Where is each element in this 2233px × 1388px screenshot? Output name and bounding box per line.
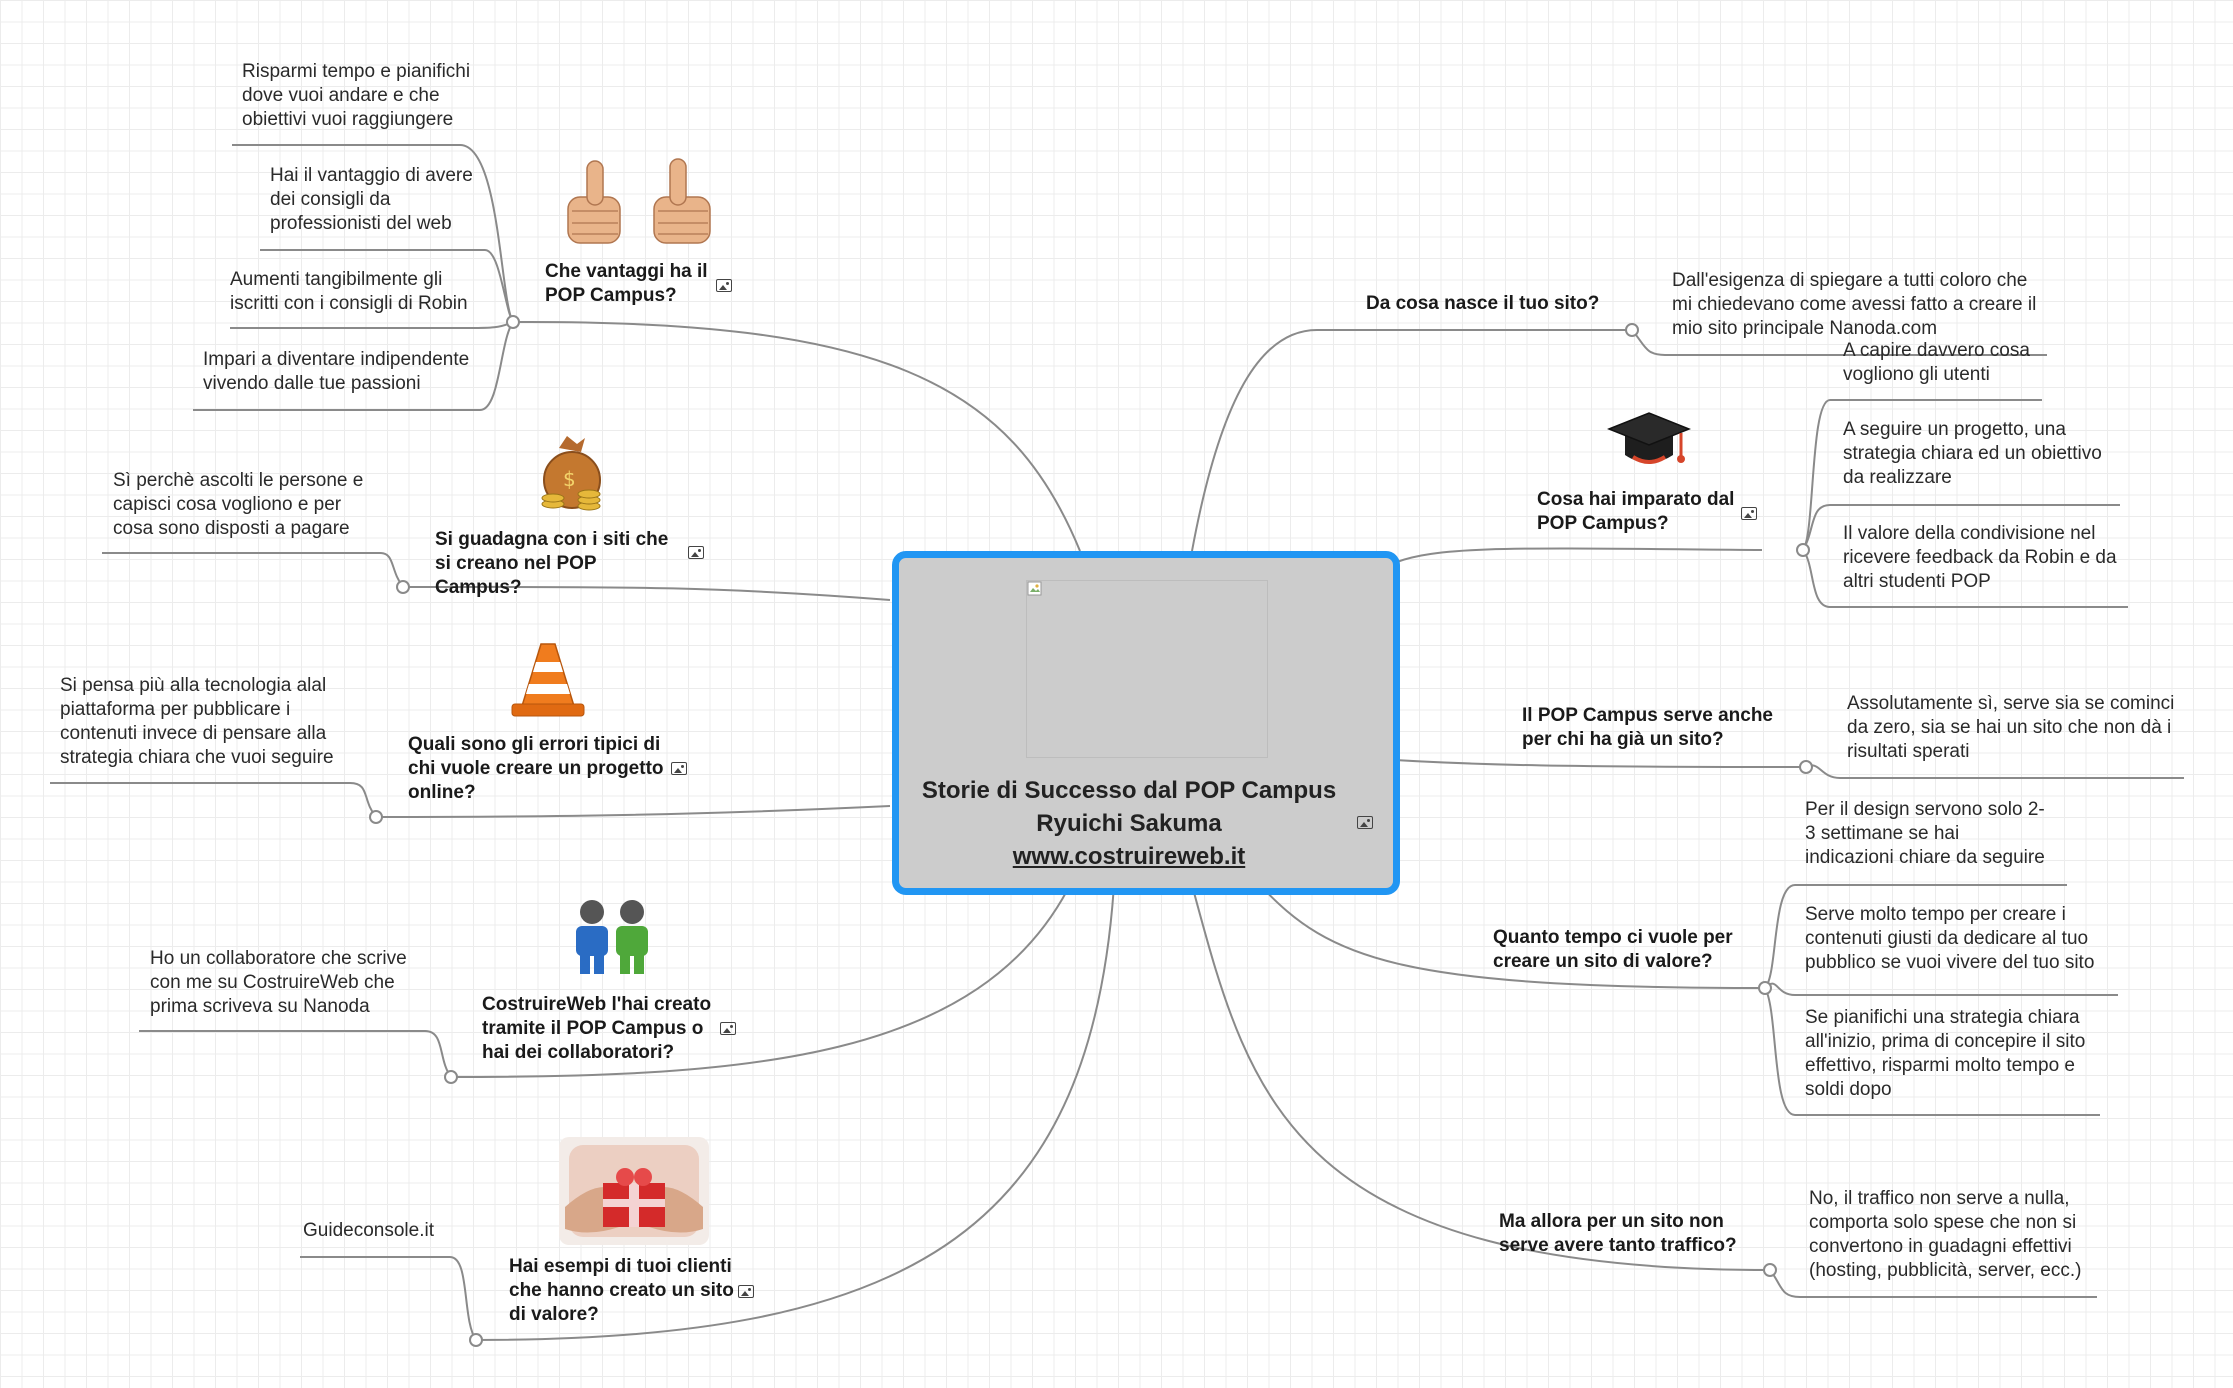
branch-esempi-clienti[interactable]: Hai esempi di tuoi clienti che hanno cre… bbox=[509, 1255, 739, 1327]
svg-text:$: $ bbox=[563, 467, 576, 491]
leaf-assolutamente[interactable]: Assolutamente sì, serve sia se cominci d… bbox=[1847, 693, 2175, 762]
image-attachment-icon[interactable] bbox=[716, 279, 732, 292]
central-topic[interactable]: Storie di Successo dal POP Campus Ryuich… bbox=[892, 551, 1400, 895]
leaf-vantaggio-consigli[interactable]: Hai il vantaggio di avere dei consigli d… bbox=[270, 165, 473, 234]
image-attachment-icon[interactable] bbox=[1741, 507, 1757, 520]
leaf-aumenti-iscritti[interactable]: Aumenti tangibilmente gli iscritti con i… bbox=[230, 269, 468, 314]
branch-label: Quanto tempo ci vuole per creare un sito… bbox=[1493, 927, 1733, 972]
branch-label: Hai esempi di tuoi clienti che hanno cre… bbox=[509, 1256, 734, 1325]
gift-image bbox=[559, 1137, 709, 1245]
branch-label: Quali sono gli errori tipici di chi vuol… bbox=[408, 734, 664, 803]
central-title: Storie di Successo dal POP Campus Ryuich… bbox=[899, 774, 1359, 873]
image-attachment-icon[interactable] bbox=[671, 762, 687, 775]
leaf-risparmi-tempo[interactable]: Risparmi tempo e pianifichi dove vuoi an… bbox=[242, 61, 471, 130]
image-attachment-icon[interactable] bbox=[1357, 816, 1373, 829]
branch-traffico[interactable]: Ma allora per un sito non serve avere ta… bbox=[1499, 1210, 1759, 1258]
central-title-line2: Ryuichi Sakuma bbox=[1036, 810, 1222, 837]
traffic-cone-image bbox=[508, 640, 588, 720]
branch-label: CostruireWeb l'hai creato tramite il POP… bbox=[482, 994, 712, 1063]
central-title-line1: Storie di Successo dal POP Campus bbox=[921, 777, 1337, 804]
leaf-guideconsole[interactable]: Guideconsole.it bbox=[303, 1220, 434, 1241]
branch-label: Da cosa nasce il tuo sito? bbox=[1366, 293, 1600, 314]
image-attachment-icon[interactable] bbox=[720, 1022, 736, 1035]
image-attachment-icon[interactable] bbox=[738, 1285, 754, 1298]
branch-label: Ma allora per un sito non serve avere ta… bbox=[1499, 1211, 1737, 1256]
branch-label: Che vantaggi ha il POP Campus? bbox=[545, 261, 708, 306]
leaf-esigenza-spiegare[interactable]: Dall'esigenza di spiegare a tutti coloro… bbox=[1672, 270, 2037, 339]
graduation-cap-image bbox=[1606, 405, 1692, 475]
branch-si-guadagna[interactable]: Si guadagna con i siti che si creano nel… bbox=[435, 528, 685, 600]
central-link[interactable]: www.costruireweb.it bbox=[1012, 843, 1246, 870]
branch-label: Si guadagna con i siti che si creano nel… bbox=[435, 529, 669, 598]
broken-image-icon bbox=[1027, 581, 1042, 596]
leaf-molto-tempo-contenuti[interactable]: Serve molto tempo per creare i contenuti… bbox=[1805, 904, 2095, 973]
image-attachment-icon[interactable] bbox=[688, 546, 704, 559]
branch-label: Il POP Campus serve anche per chi ha già… bbox=[1522, 705, 1773, 750]
two-people-image bbox=[570, 898, 656, 974]
leaf-seguire-progetto[interactable]: A seguire un progetto, una strategia chi… bbox=[1843, 419, 2102, 488]
leaf-ascolti-persone[interactable]: Sì perchè ascolti le persone e capisci c… bbox=[113, 470, 364, 539]
branch-costruireweb-collaboratori[interactable]: CostruireWeb l'hai creato tramite il POP… bbox=[482, 993, 722, 1065]
branch-quanto-tempo[interactable]: Quanto tempo ci vuole per creare un sito… bbox=[1493, 926, 1753, 974]
leaf-tecnologia[interactable]: Si pensa più alla tecnologia alal piatta… bbox=[60, 675, 334, 768]
branch-label: Cosa hai imparato dal POP Campus? bbox=[1537, 489, 1735, 534]
branch-serve-anche[interactable]: Il POP Campus serve anche per chi ha già… bbox=[1522, 704, 1792, 752]
branch-errori-tipici[interactable]: Quali sono gli errori tipici di chi vuol… bbox=[408, 733, 668, 805]
leaf-capire-utenti[interactable]: A capire davvero cosa vogliono gli utent… bbox=[1843, 340, 2030, 385]
leaf-traffico-non-serve[interactable]: No, il traffico non serve a nulla, compo… bbox=[1809, 1188, 2082, 1281]
branch-che-vantaggi[interactable]: Che vantaggi ha il POP Campus? bbox=[545, 260, 725, 308]
branch-cosa-hai-imparato[interactable]: Cosa hai imparato dal POP Campus? bbox=[1537, 488, 1737, 536]
leaf-collaboratore[interactable]: Ho un collaboratore che scrive con me su… bbox=[150, 948, 407, 1017]
broken-image-placeholder bbox=[1026, 580, 1268, 758]
leaf-impari-indipendente[interactable]: Impari a diventare indipendente vivendo … bbox=[203, 349, 470, 394]
leaf-design-settimane[interactable]: Per il design servono solo 2-3 settimane… bbox=[1805, 799, 2045, 868]
leaf-pianifichi-strategia[interactable]: Se pianifichi una strategia chiara all'i… bbox=[1805, 1007, 2086, 1100]
thumbs-up-image bbox=[562, 157, 720, 247]
leaf-valore-condivisione[interactable]: Il valore della condivisione nel ricever… bbox=[1843, 523, 2117, 592]
money-bag-image: $ bbox=[537, 434, 607, 512]
branch-da-cosa-nasce[interactable]: Da cosa nasce il tuo sito? bbox=[1366, 292, 1626, 316]
